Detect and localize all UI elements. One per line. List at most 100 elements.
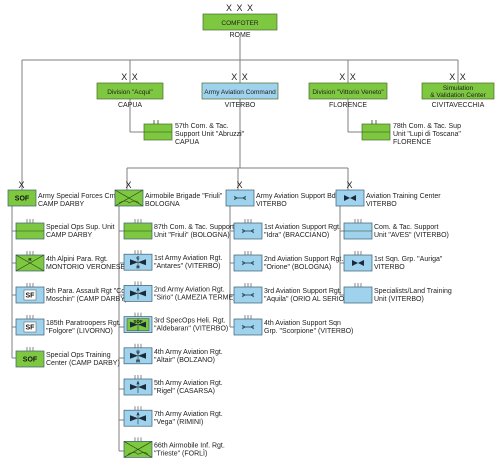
unit-location: Grp. "Scorpione" (VITERBO) bbox=[264, 328, 353, 335]
unit-entry: 66th Airmobile Inf. Rgt."Trieste" (FORLÌ… bbox=[123, 437, 225, 458]
unit-name: Com. & Tac. Support bbox=[374, 224, 439, 231]
sof-label: SOF bbox=[15, 196, 30, 203]
unit-entry: A 7th Army Aviation Rgt."Vega" (RIMINI) bbox=[123, 406, 223, 427]
column-echelon: X bbox=[18, 180, 25, 190]
column-head-title: Army Aviation Support Bde. bbox=[256, 193, 342, 200]
top-command: X X X COMFOTER ROME bbox=[202, 3, 278, 39]
support-unit-line: Unit "Lupi di Toscana" bbox=[393, 131, 461, 138]
unit-name: 87th Com. & Tac. Support bbox=[154, 224, 234, 231]
unit-name: 3rd Aviation Support Rgt. bbox=[264, 288, 342, 295]
unit-name: 1st Army Aviation Rgt. bbox=[154, 255, 222, 262]
column-head-title: Aviation Training Center bbox=[366, 193, 441, 200]
top-location: ROME bbox=[230, 32, 251, 39]
column-head: X Army Aviation Support Bde.VITERBO bbox=[225, 180, 342, 208]
division-box bbox=[421, 82, 495, 100]
heli-letter: M bbox=[136, 358, 140, 363]
column-head-title: Airmobile Brigade "Friuli" bbox=[145, 193, 223, 200]
unit-location: "Altair" (BOLZANO) bbox=[154, 357, 215, 364]
heli-letter: A bbox=[136, 412, 140, 417]
unit-name: 4th Aviation Support Sqn bbox=[264, 320, 341, 327]
top-echelon: X X X bbox=[226, 3, 254, 13]
unit-name: 185th Paratroopers Rgt. bbox=[46, 320, 121, 327]
unit-location: MONTORIO VERONESE bbox=[46, 264, 126, 271]
unit-location: "Vega" (RIMINI) bbox=[154, 419, 203, 426]
specialists-training-icon bbox=[343, 286, 373, 304]
unit-location: Moschin" (CAMP DARBY) bbox=[46, 296, 127, 303]
unit-location: "Antares" (VITERBO) bbox=[154, 263, 220, 270]
support-unit-line: 78th Com. & Tac. Sup bbox=[393, 123, 461, 130]
column-echelon: X bbox=[236, 180, 243, 190]
unit-name: 2nd Aviation Support Rgt. bbox=[264, 256, 343, 263]
support-unit-line: Support Unit "Abruzzi" bbox=[175, 131, 245, 138]
unit-column: X Army Aviation Support Bde.VITERBO 1st Av… bbox=[225, 180, 353, 336]
unit-location: Unit "Friuli" (BOLOGNA) bbox=[154, 232, 230, 239]
unit-location: "Orione" (BOLOGNA) bbox=[264, 264, 331, 271]
unit-name: 66th Airmobile Inf. Rgt. bbox=[154, 442, 225, 449]
heli-letter: A bbox=[136, 381, 140, 386]
support-unit-line: 57th Com. & Tac. bbox=[175, 123, 229, 130]
unit-location: "Aldebaran" (VITERBO) bbox=[154, 326, 228, 333]
support-unit: 57th Com. & Tac.Support Unit "Abruzzi"CA… bbox=[143, 120, 245, 146]
division-location: CAPUA bbox=[118, 102, 142, 109]
division: X X Division "Vittorio Veneto" FLORENCE bbox=[308, 72, 388, 109]
division-title: Division "Vittorio Veneto" bbox=[312, 89, 384, 96]
unit-name: Specialists/Land Training bbox=[374, 288, 452, 295]
unit-name: 4th Army Aviation Rgt. bbox=[154, 349, 223, 356]
division-title: Army Aviation Command bbox=[204, 89, 276, 96]
unit-location: Center (CAMP DARBY) bbox=[46, 360, 120, 367]
division-box bbox=[201, 82, 279, 100]
unit-name: 1st Aviation Support Rgt. bbox=[264, 224, 341, 231]
support-unit-location: FLORENCE bbox=[393, 139, 431, 146]
sf-label: SF bbox=[26, 325, 36, 332]
unit-entry: 3rd Aviation Support Rgt."Aquila" (ORIO … bbox=[233, 283, 347, 304]
column-head-location: CAMP DARBY bbox=[38, 201, 84, 208]
division-location: FLORENCE bbox=[329, 102, 367, 109]
unit-name: 3rd SpecOps Heli. Rgt. bbox=[154, 318, 226, 325]
unit-entry: 2nd Aviation Support Rgt."Orione" (BOLOG… bbox=[233, 251, 343, 272]
unit-name: 7th Army Aviation Rgt. bbox=[154, 411, 223, 418]
sof-label: SOF bbox=[23, 357, 38, 364]
connector-lines bbox=[11, 37, 459, 452]
unit-location: "Trieste" (FORLÌ) bbox=[154, 448, 207, 457]
unit-name: Special Ops Training bbox=[46, 352, 111, 359]
division-box bbox=[96, 82, 164, 100]
division-title: Simulation bbox=[443, 85, 474, 92]
unit-name: 4th Alpini Para. Rgt. bbox=[46, 256, 108, 263]
heli-letter: H bbox=[136, 265, 139, 270]
unit-name: Special Ops Sup. Unit bbox=[46, 224, 115, 231]
column-echelon: X bbox=[125, 180, 132, 190]
sf-label: SF bbox=[26, 293, 36, 300]
unit-location: "Sirio" (LAMEZIA TERME) bbox=[154, 294, 235, 301]
unit-location: "Aquila" (ORIO AL SERIO) bbox=[264, 296, 347, 303]
sof-icon bbox=[7, 189, 37, 207]
unit-location: CAMP DARBY bbox=[46, 232, 92, 239]
column-head-location: VITERBO bbox=[256, 201, 287, 208]
division-box bbox=[308, 82, 388, 100]
division-echelon: X X bbox=[231, 72, 249, 82]
unit-entry: 1st Aviation Support Rgt."Idra" (BRACCIA… bbox=[233, 219, 341, 240]
column-echelon: X bbox=[346, 180, 353, 190]
unit-location: Unit (VITERBO) bbox=[374, 296, 424, 303]
heli-letter: C bbox=[136, 256, 140, 261]
division-echelon: X X bbox=[339, 72, 357, 82]
